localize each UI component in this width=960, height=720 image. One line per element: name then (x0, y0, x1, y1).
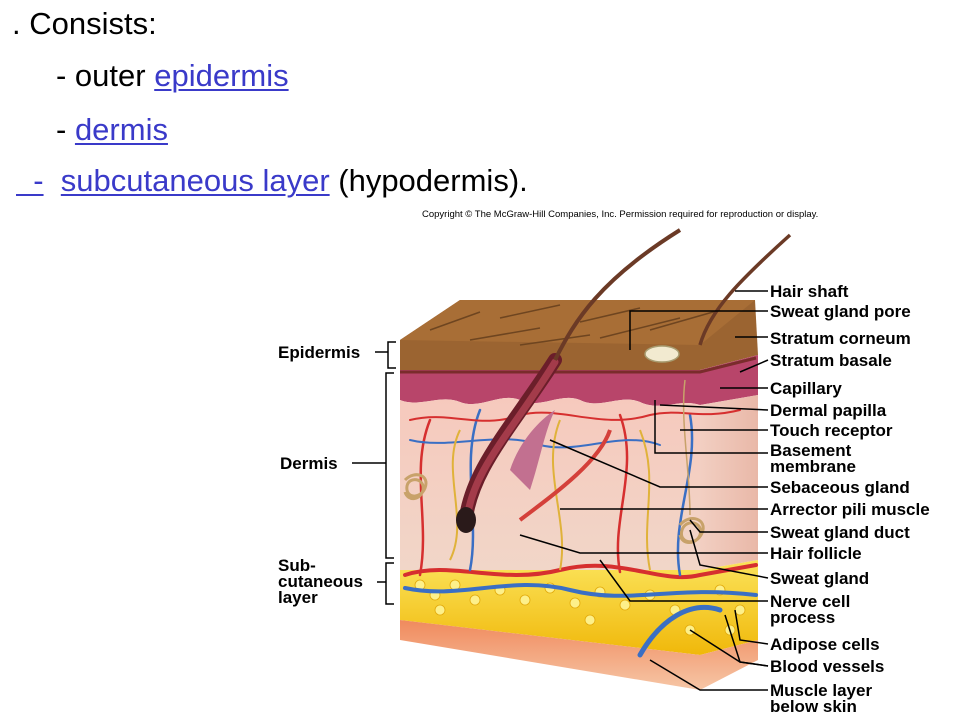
subcutaneous-label-1: Sub- (278, 556, 316, 575)
label-arrector-pili-muscle: Arrector pili muscle (770, 500, 930, 519)
label-sebaceous-gland: Sebaceous gland (770, 478, 910, 497)
label-sweat-gland-pore: Sweat gland pore (770, 302, 911, 321)
subcutaneous-label-3: layer (278, 588, 318, 607)
subcutaneous-label-2: cutaneous (278, 572, 363, 591)
muscle-layer (400, 620, 758, 690)
label-stratum-basale: Stratum basale (770, 351, 892, 370)
label-touch-receptor: Touch receptor (770, 421, 893, 440)
label-muscle-layer: Muscle layer (770, 681, 872, 700)
copyright-notice: Copyright © The McGraw-Hill Companies, I… (422, 209, 819, 220)
label-sweat-gland-duct: Sweat gland duct (770, 523, 910, 542)
left-brackets (352, 341, 396, 605)
label-stratum-corneum: Stratum corneum (770, 329, 911, 348)
epidermis-label: Epidermis (278, 343, 360, 362)
dermis-dash: - (56, 112, 75, 147)
label-basement: Basement (770, 441, 852, 460)
dermis-link[interactable]: dermis (74, 112, 168, 147)
dermis-line: - dermis (56, 112, 168, 148)
dermis-label: Dermis (280, 454, 338, 473)
subcutaneous-link[interactable]: subcutaneous layer (60, 163, 330, 198)
hair-structures (456, 228, 792, 533)
sweat-glands (403, 379, 705, 544)
label-hair-follicle: Hair follicle (770, 544, 862, 563)
hypodermis-text: (hypodermis). (329, 163, 528, 198)
right-leader-lines (519, 290, 769, 691)
consists-text: . Consists: (12, 6, 157, 41)
subcutaneous-dash-link[interactable]: - (16, 163, 44, 198)
label-dermal-papilla: Dermal papilla (770, 401, 887, 420)
label-sweat-gland: Sweat gland (770, 569, 869, 588)
label-nerve-cell: Nerve cell (770, 592, 850, 611)
label-membrane: membrane (770, 457, 856, 476)
epidermis-link[interactable]: epidermis (154, 58, 289, 93)
consists-line: . Consists: (12, 6, 157, 42)
label-blood-vessels: Blood vessels (770, 657, 884, 676)
label-below-skin: below skin (770, 697, 857, 716)
label-hair-shaft: Hair shaft (770, 282, 849, 301)
label-capillary: Capillary (770, 379, 842, 398)
epidermis-line: - outer epidermis (56, 58, 289, 94)
outer-prefix: - outer (56, 58, 155, 93)
label-adipose-cells: Adipose cells (770, 635, 880, 654)
subcutaneous-line: - subcutaneous layer (hypodermis). (16, 163, 528, 199)
label-process: process (770, 608, 835, 627)
stratum-layers (400, 355, 758, 406)
